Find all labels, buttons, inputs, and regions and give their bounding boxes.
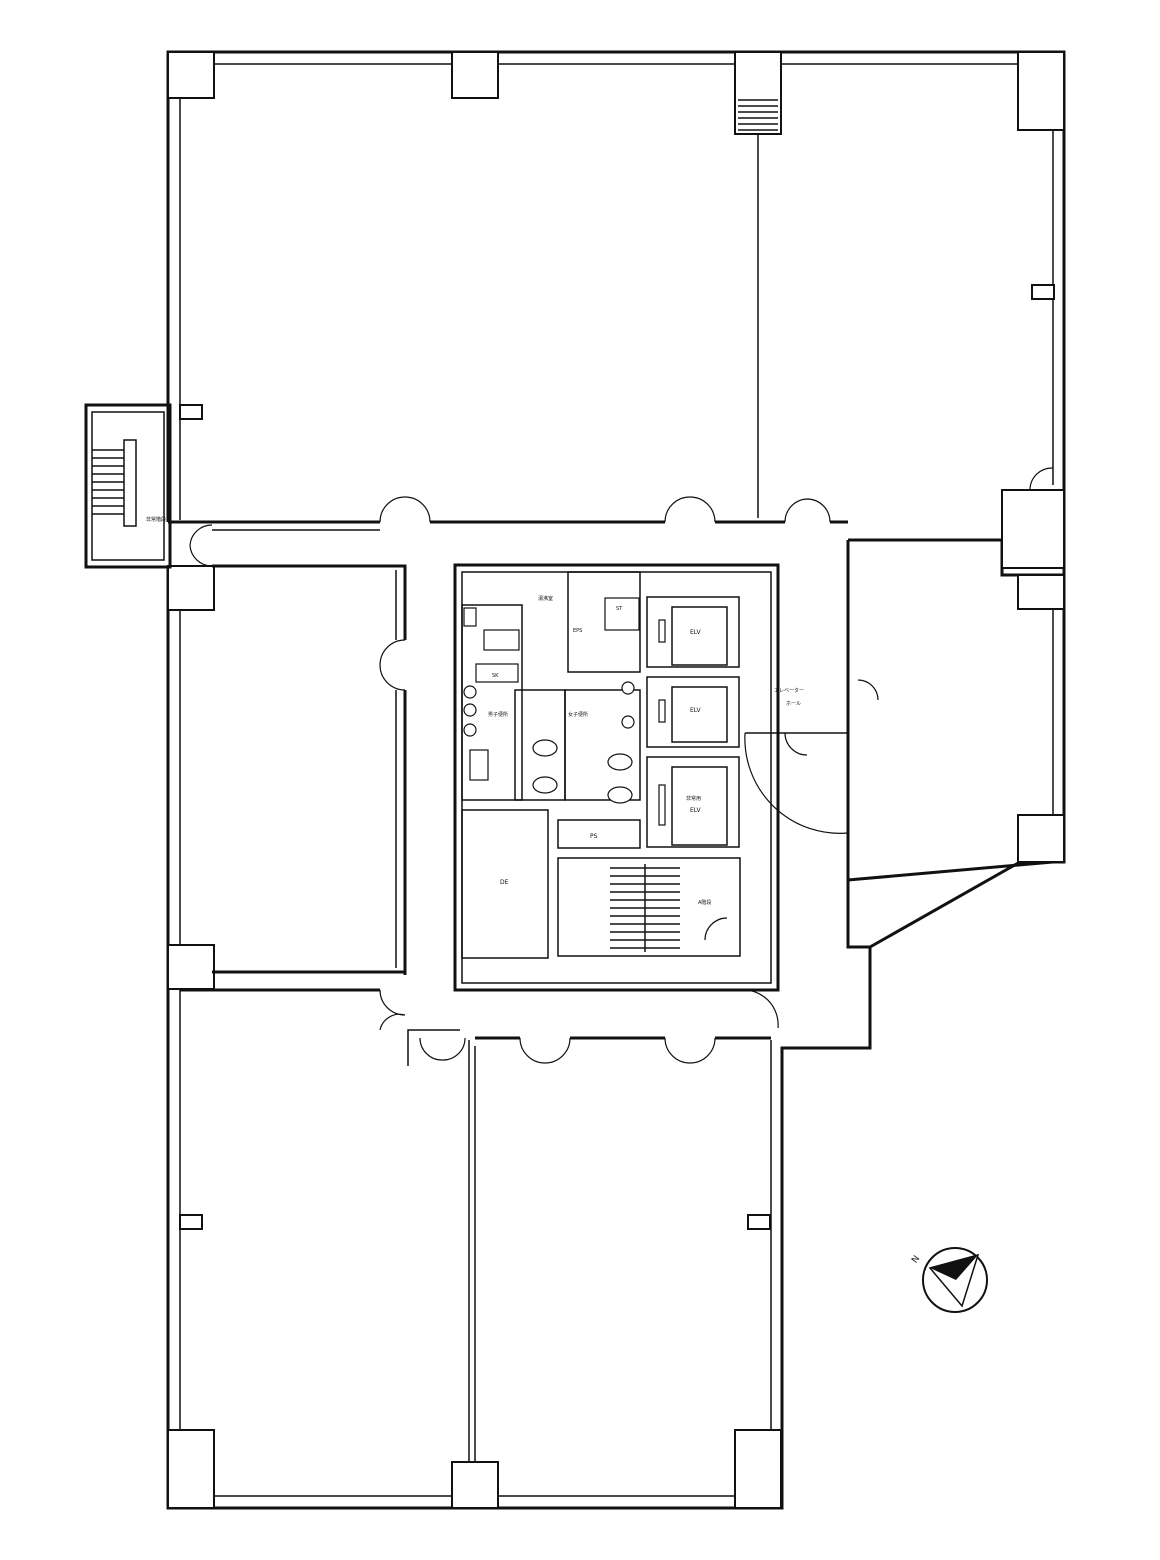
partitions (168, 134, 848, 1462)
label-st: ST (616, 606, 623, 612)
label-sk: SK (492, 673, 499, 679)
core (453, 563, 848, 992)
compass-icon: N (910, 1247, 988, 1313)
label-stair-west: 非常階段 (146, 516, 166, 523)
label-elevator-hall-line2: ホール (786, 701, 801, 707)
label-elv-1: ELV (690, 629, 701, 636)
compass-north-label: N (910, 1254, 922, 1265)
columns (167, 51, 1065, 1509)
label-womens-toilet: 女子便所 (568, 711, 588, 718)
label-stair-core: A階段 (698, 899, 711, 906)
label-ps: PS (590, 833, 598, 840)
label-elv-2: ELV (690, 707, 701, 714)
label-elevator-hall-line1: エレベーター (774, 687, 804, 694)
west-stair (84, 403, 172, 569)
label-elv-3-line2: ELV (690, 807, 701, 814)
doors (189, 467, 1054, 1064)
duct-hatching (738, 99, 778, 131)
label-mens-toilet: 男子便所 (488, 711, 508, 718)
label-pantry: 湯沸室 (538, 595, 553, 602)
room-labels: 非常階段 ELV ELV 非常用 ELV エレベーター ホール 男子便所 女子便… (146, 516, 804, 906)
label-elv-3-line1: 非常用 (686, 795, 701, 802)
label-de: DE (500, 879, 509, 886)
label-eps: EPS (573, 628, 582, 634)
